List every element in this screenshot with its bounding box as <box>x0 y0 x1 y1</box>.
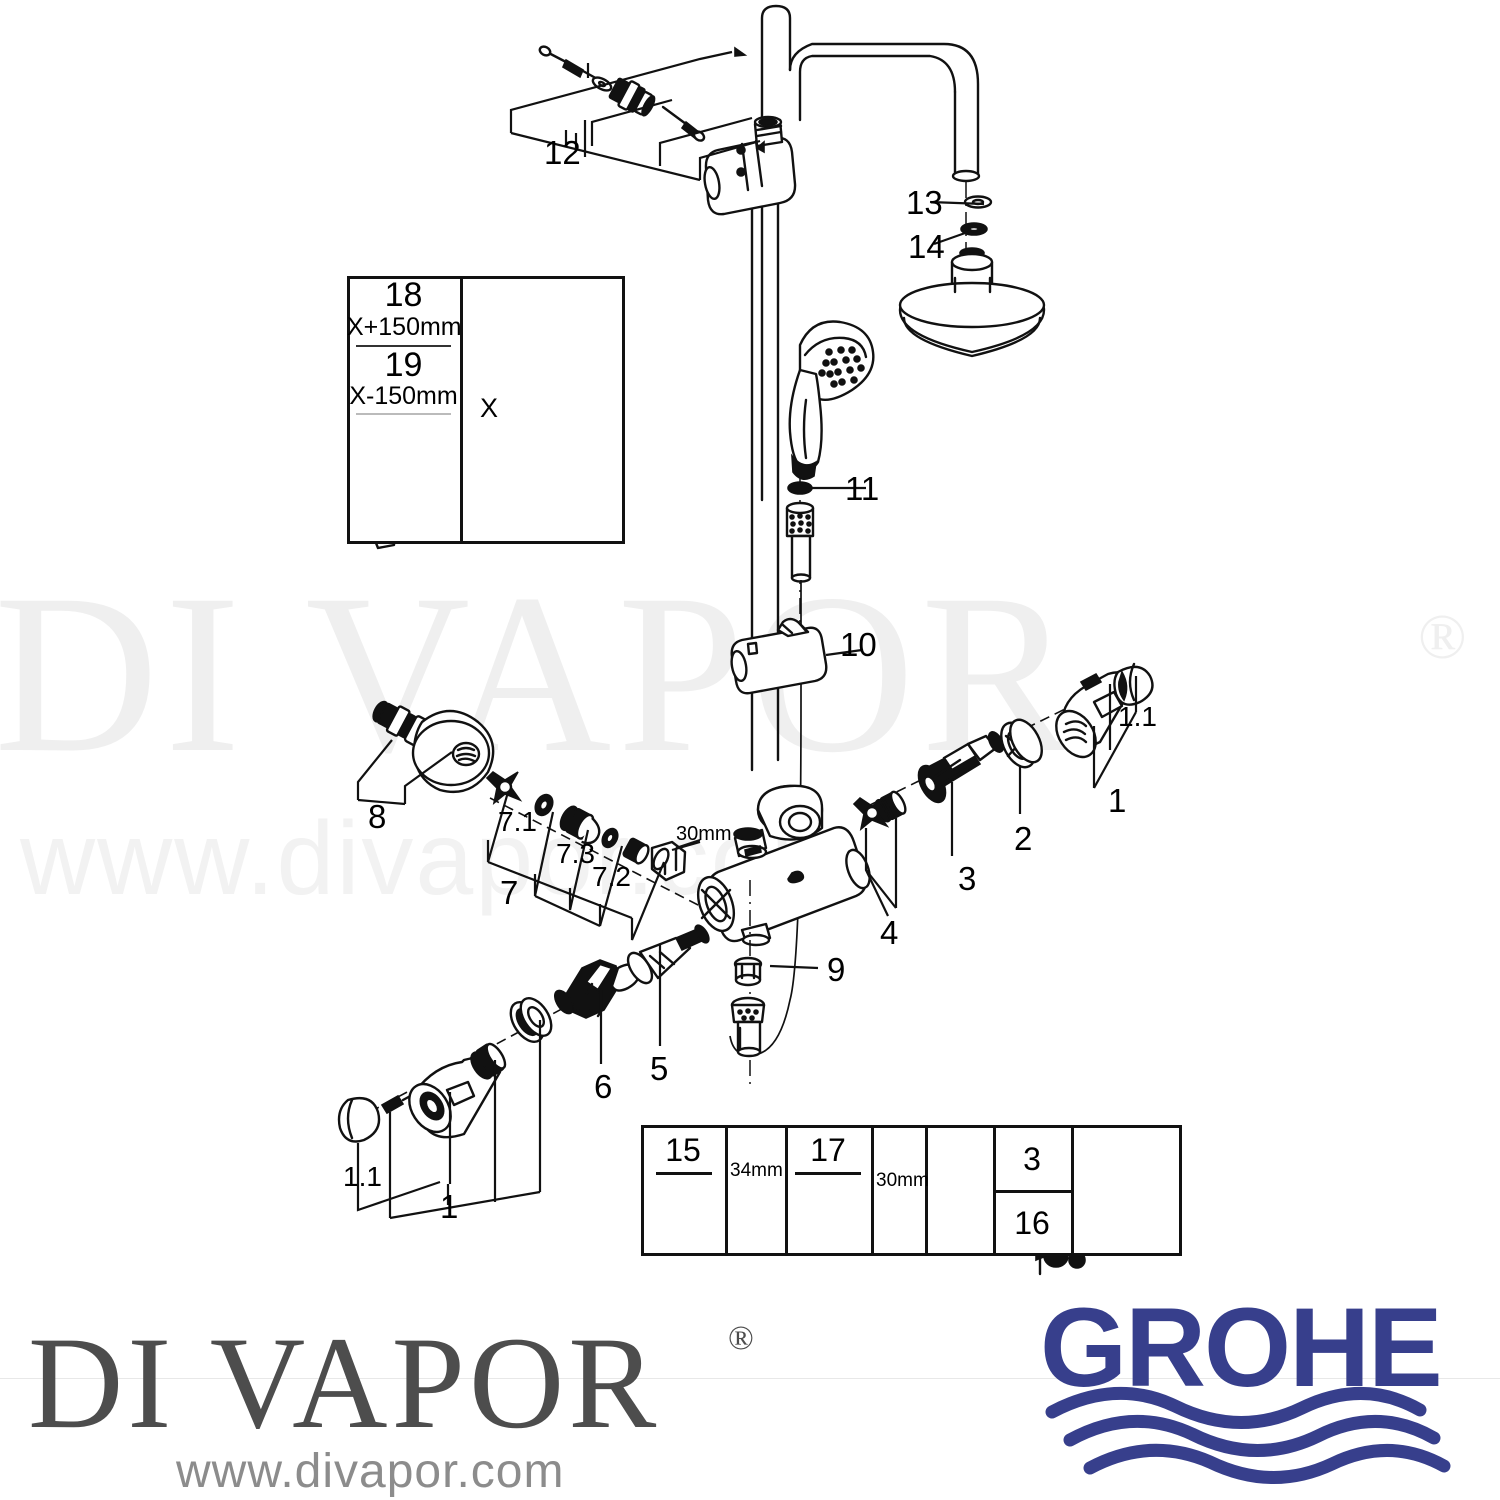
parts-box-divider-6 <box>1071 1125 1074 1256</box>
watermark-main: DI VAPOR <box>0 548 1079 800</box>
wall-fixing-set-12 <box>509 45 765 182</box>
flow-cartridge-group <box>337 924 710 1220</box>
callout-5: 5 <box>650 1050 669 1087</box>
detail-box-divider <box>460 276 463 544</box>
footer-divider <box>0 1378 1500 1379</box>
callout-3: 3 <box>958 860 977 897</box>
callout-11: 11 <box>845 470 880 507</box>
handle-body-left <box>408 1056 502 1139</box>
cap-1-1-left <box>337 1096 381 1143</box>
detail-box-rule-top <box>356 345 451 347</box>
temperature-handle-group <box>852 662 1154 917</box>
parts-box-divider-2 <box>785 1125 788 1256</box>
parts-cell-3-number: 3 <box>1023 1141 1041 1177</box>
callout-7-1: 7.1 <box>498 806 537 837</box>
detail-box-rule-bottom <box>356 413 451 415</box>
grohe-logo: GROHE <box>1040 1285 1490 1485</box>
watermark-registered-icon: ® <box>1418 601 1467 672</box>
ring-2 <box>1000 718 1043 769</box>
callout-1-1-left: 1.1 <box>343 1161 382 1192</box>
rail-19-number: 19 <box>384 346 423 384</box>
divapor-wordmark: DI VAPOR <box>28 1309 661 1456</box>
parts-cell-30mm-caption: 30mm <box>876 1170 929 1191</box>
shaft-5 <box>626 924 710 985</box>
callout-8: 8 <box>368 798 387 835</box>
grohe-wave-icon <box>1045 1386 1451 1484</box>
callout-7-3: 7.3 <box>556 838 595 869</box>
divapor-logo: DI VAPOR ® www.divapor.com <box>28 1309 788 1498</box>
dimension-letter-x: X <box>480 393 499 423</box>
callout-1-1-right: 1.1 <box>1118 701 1157 732</box>
escutcheon-8 <box>411 709 495 794</box>
accessories-parts-box <box>641 1125 1182 1256</box>
callout-14: 14 <box>908 228 945 265</box>
riser-diverter-body <box>703 115 797 216</box>
callout-9: 9 <box>827 951 846 988</box>
divapor-registered-icon: ® <box>728 1320 754 1357</box>
parts-cell-16-number: 16 <box>1014 1205 1050 1241</box>
divapor-url: www.divapor.com <box>176 1445 565 1498</box>
callout-1-left: 1 <box>440 1188 459 1225</box>
hand-shower <box>788 320 875 480</box>
rail-18-number: 18 <box>384 276 423 314</box>
callout-12: 12 <box>544 134 581 171</box>
callout-2: 2 <box>1014 820 1033 857</box>
cartridge-6 <box>554 959 641 1019</box>
parts-cell-17-rule <box>795 1172 861 1175</box>
rail-19-dimension: X-150mm <box>349 382 458 410</box>
grohe-wordmark: GROHE <box>1040 1285 1443 1410</box>
callout-7-2: 7.2 <box>592 861 631 892</box>
parts-cell-17-number: 17 <box>810 1132 846 1168</box>
rail-18-dimension: X+150mm <box>347 313 462 341</box>
left-inlet-group <box>356 700 701 941</box>
callout-leaders <box>675 200 985 970</box>
nut-30mm <box>650 840 687 882</box>
thermo-cartridge-3 <box>917 731 1005 804</box>
parts-box-divider-7 <box>993 1190 1071 1193</box>
callout-4: 4 <box>880 914 899 951</box>
parts-cell-34mm-caption: 34mm <box>730 1160 783 1181</box>
thermostatic-mixer-body <box>696 784 871 1090</box>
rail-variant-detail-box <box>347 276 625 544</box>
parts-cell-15-rule <box>656 1172 712 1175</box>
filter-star-7-1 <box>485 770 523 806</box>
hose-and-holder <box>729 478 828 1056</box>
head-shower-assembly <box>898 182 1046 358</box>
parts-cell-15-number: 15 <box>665 1132 701 1168</box>
callout-7: 7 <box>500 874 519 911</box>
callout-13: 13 <box>906 184 943 221</box>
cap-1-1-right <box>1113 662 1154 706</box>
callout-1-right: 1 <box>1108 782 1127 819</box>
parts-box-divider-4 <box>925 1125 928 1256</box>
bushing <box>509 997 553 1043</box>
parts-box-divider-3 <box>871 1125 874 1256</box>
dimension-note-30mm: 30mm <box>676 823 732 845</box>
callout-10: 10 <box>840 626 877 663</box>
outlet-aerator <box>730 956 766 1058</box>
callout-6: 6 <box>594 1068 613 1105</box>
parts-box-divider-1 <box>725 1125 728 1256</box>
